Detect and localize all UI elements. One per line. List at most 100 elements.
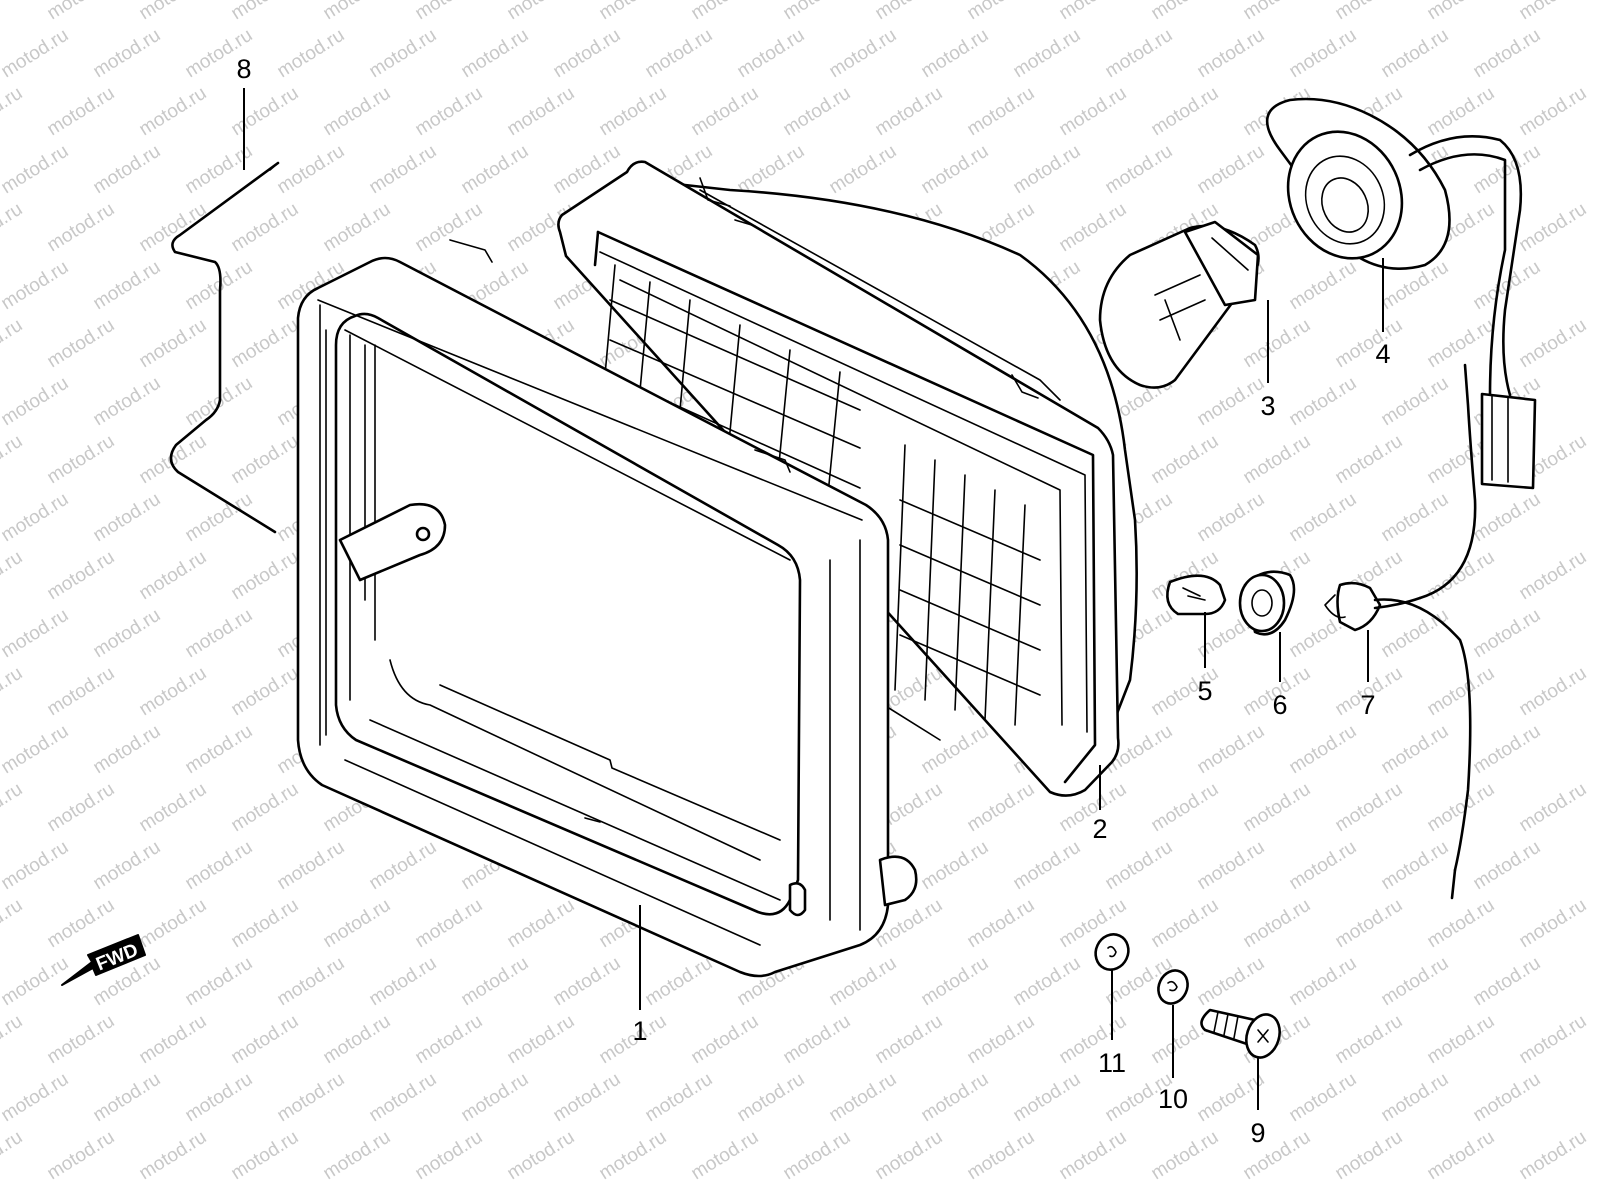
- watermark-text: motod.ru: [0, 257, 72, 315]
- watermark-text: motod.ru: [44, 547, 119, 605]
- watermark-text: motod.ru: [0, 1069, 72, 1127]
- headlamp-rim: [296, 239, 918, 978]
- watermark-text: motod.ru: [228, 0, 303, 24]
- watermark-text: motod.ru: [1424, 779, 1499, 837]
- watermark-text: motod.ru: [0, 663, 26, 721]
- watermark-text: motod.ru: [780, 83, 855, 141]
- watermark-text: motod.ru: [1332, 1011, 1407, 1069]
- watermark-text: motod.ru: [872, 0, 947, 24]
- watermark-text: motod.ru: [90, 373, 165, 431]
- watermark-text: motod.ru: [1332, 1127, 1407, 1185]
- watermark-text: motod.ru: [228, 547, 303, 605]
- watermark-text: motod.ru: [1378, 25, 1453, 83]
- watermark-text: motod.ru: [1470, 837, 1545, 895]
- watermark-text: motod.ru: [550, 25, 625, 83]
- watermark-text: motod.ru: [1194, 837, 1269, 895]
- watermark-text: motod.ru: [1332, 315, 1407, 373]
- watermark-text: motod.ru: [1470, 489, 1545, 547]
- watermark-text: motod.ru: [1240, 895, 1315, 953]
- watermark-text: motod.ru: [1470, 721, 1545, 779]
- watermark-text: motod.ru: [1332, 779, 1407, 837]
- watermark-text: motod.ru: [1240, 431, 1315, 489]
- watermark-text: motod.ru: [136, 1011, 211, 1069]
- watermark-text: motod.ru: [136, 0, 211, 24]
- watermark-text: motod.ru: [734, 141, 809, 199]
- watermark-text: motod.ru: [1516, 315, 1591, 373]
- watermark-text: motod.ru: [918, 141, 993, 199]
- watermark-text: motod.ru: [872, 1127, 947, 1185]
- watermark-text: motod.ru: [918, 721, 993, 779]
- watermark-text: motod.ru: [0, 605, 72, 663]
- watermark-text: motod.ru: [1148, 83, 1223, 141]
- watermark-text: motod.ru: [596, 1127, 671, 1185]
- watermark-text: motod.ru: [0, 895, 26, 953]
- watermark-text: motod.ru: [366, 837, 441, 895]
- watermark-text: motod.ru: [320, 199, 395, 257]
- watermark-text: motod.ru: [596, 0, 671, 24]
- callout-6: 6: [1272, 690, 1287, 720]
- watermark-text: motod.ru: [1286, 953, 1361, 1011]
- watermark-text: motod.ru: [274, 1069, 349, 1127]
- watermark-text: motod.ru: [0, 837, 72, 895]
- watermark-text: motod.ru: [918, 1069, 993, 1127]
- watermark-text: motod.ru: [1332, 0, 1407, 24]
- headlight-bulb: [1098, 220, 1260, 389]
- watermark-text: motod.ru: [918, 837, 993, 895]
- watermark-text: motod.ru: [1470, 605, 1545, 663]
- watermark-text: motod.ru: [504, 1127, 579, 1185]
- watermark-text: motod.ru: [320, 0, 395, 24]
- watermark-text: motod.ru: [826, 1069, 901, 1127]
- watermark-text: motod.ru: [780, 1127, 855, 1185]
- watermark-text: motod.ru: [1516, 199, 1591, 257]
- watermark-text: motod.ru: [0, 141, 72, 199]
- watermark-text: motod.ru: [182, 1069, 257, 1127]
- watermark-text: motod.ru: [550, 1069, 625, 1127]
- watermark-text: motod.ru: [1516, 779, 1591, 837]
- watermark-text: motod.ru: [90, 141, 165, 199]
- watermark-text: motod.ru: [228, 83, 303, 141]
- watermark-text: motod.ru: [780, 0, 855, 24]
- watermark-text: motod.ru: [320, 1127, 395, 1185]
- watermark-text: motod.ru: [320, 895, 395, 953]
- watermark-text: motod.ru: [826, 141, 901, 199]
- watermark-text: motod.ru: [1286, 257, 1361, 315]
- watermark-text: motod.ru: [1148, 779, 1223, 837]
- watermark-text: motod.ru: [1056, 83, 1131, 141]
- screw: [1200, 1008, 1281, 1059]
- watermark-text: motod.ru: [1332, 895, 1407, 953]
- watermark-text: motod.ru: [734, 1069, 809, 1127]
- watermark-text: motod.ru: [182, 721, 257, 779]
- watermark-text: motod.ru: [90, 1069, 165, 1127]
- watermark-text: motod.ru: [596, 83, 671, 141]
- watermark-text: motod.ru: [44, 779, 119, 837]
- watermark-text: motod.ru: [504, 895, 579, 953]
- watermark-text: motod.ru: [182, 141, 257, 199]
- watermark-text: motod.ru: [44, 0, 119, 24]
- watermark-text: motod.ru: [826, 953, 901, 1011]
- watermark-text: motod.ru: [1424, 315, 1499, 373]
- watermark-text: motod.ru: [182, 837, 257, 895]
- watermark-text: motod.ru: [0, 489, 72, 547]
- watermark-text: motod.ru: [688, 1127, 763, 1185]
- watermark-text: motod.ru: [1194, 721, 1269, 779]
- watermark-text: motod.ru: [228, 431, 303, 489]
- watermark-text: motod.ru: [0, 1127, 26, 1185]
- watermark-text: motod.ru: [320, 1011, 395, 1069]
- watermark-text: motod.ru: [1010, 141, 1085, 199]
- watermark-text: motod.ru: [1470, 141, 1545, 199]
- bulb-socket: [1265, 97, 1537, 600]
- watermark-text: motod.ru: [412, 1011, 487, 1069]
- watermark-text: motod.ru: [182, 605, 257, 663]
- watermark-text: motod.ru: [136, 431, 211, 489]
- watermark-text: motod.ru: [1378, 1069, 1453, 1127]
- watermark-text: motod.ru: [366, 141, 441, 199]
- watermark-text: motod.ru: [550, 953, 625, 1011]
- watermark-text: motod.ru: [182, 953, 257, 1011]
- watermark-text: motod.ru: [1148, 0, 1223, 24]
- watermark-text: motod.ru: [688, 1011, 763, 1069]
- watermark-text: motod.ru: [0, 199, 26, 257]
- watermark-text: motod.ru: [1424, 1127, 1499, 1185]
- watermark-text: motod.ru: [1332, 431, 1407, 489]
- watermark-text: motod.ru: [44, 431, 119, 489]
